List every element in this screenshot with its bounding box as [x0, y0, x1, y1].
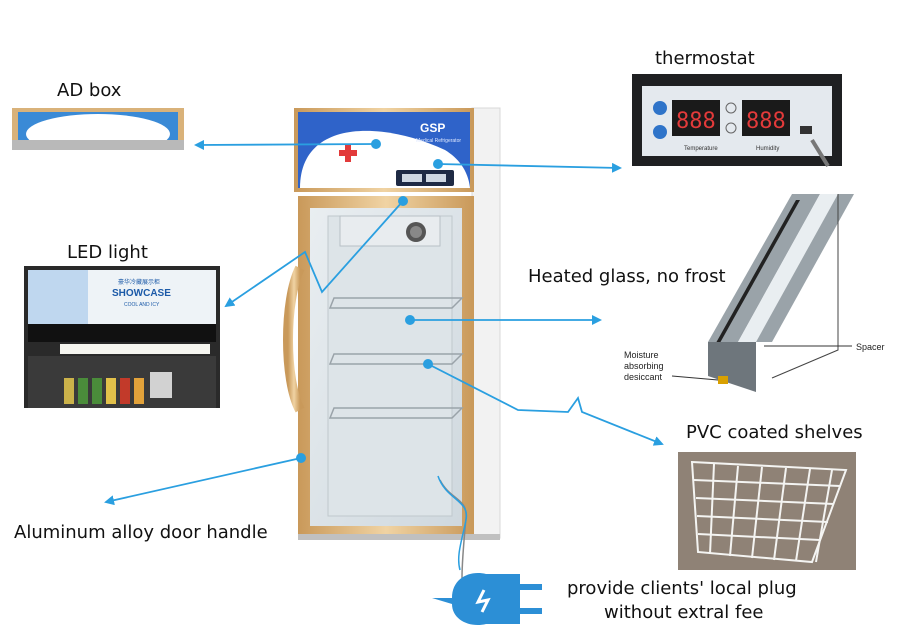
spacer-label: Spacer [856, 342, 885, 352]
ad-box-photo [12, 108, 184, 154]
connector-lines [104, 139, 664, 571]
desiccant-label-2: absorbing [624, 361, 664, 371]
shelf-wires [328, 297, 464, 419]
pvc-shelves-label: PVC coated shelves [686, 422, 863, 443]
desiccant-label-1: Moisture [624, 350, 659, 360]
desiccant-label-3: desiccant [624, 372, 663, 382]
door-handle [283, 265, 305, 413]
plug-icon [432, 573, 542, 626]
led-light-label: LED light [67, 242, 148, 263]
temp-caption: Temperature [684, 146, 718, 152]
fridge-illustration: GSP Medical Refrigerator [283, 107, 501, 579]
temp-display: 888 [676, 109, 716, 134]
humidity-caption: Humidity [756, 146, 779, 152]
snowflake-icon [653, 101, 667, 115]
fridge-brand-sub: Medical Refrigerator [416, 138, 461, 144]
power-icon [653, 125, 667, 139]
led-light-photo: 豪华冷藏展示柜 SHOWCASE COOL AND ICY [24, 266, 220, 408]
red-cross-icon [339, 144, 357, 162]
humidity-display: 888 [746, 109, 786, 134]
door-handle-label: Aluminum alloy door handle [14, 522, 268, 543]
heated-glass-diagram: Spacer Moisture absorbing desiccant [624, 194, 885, 392]
pvc-shelf-photo [678, 452, 856, 570]
plug-label-line2: without extral fee [604, 602, 764, 623]
fridge-brand: GSP [420, 121, 445, 135]
plug-label-line1: provide clients' local plug [567, 578, 797, 599]
ad-box-label: AD box [57, 80, 122, 101]
led-sign-sub: COOL AND ICY [124, 302, 160, 308]
thermostat-label: thermostat [655, 48, 755, 69]
thermostat-photo: 888 888 Temperature Humidity [632, 74, 842, 168]
heated-glass-label: Heated glass, no frost [528, 266, 726, 287]
led-sign-main: SHOWCASE [112, 288, 171, 299]
usb-port [800, 126, 812, 134]
led-sign-small: 豪华冷藏展示柜 [118, 278, 160, 286]
